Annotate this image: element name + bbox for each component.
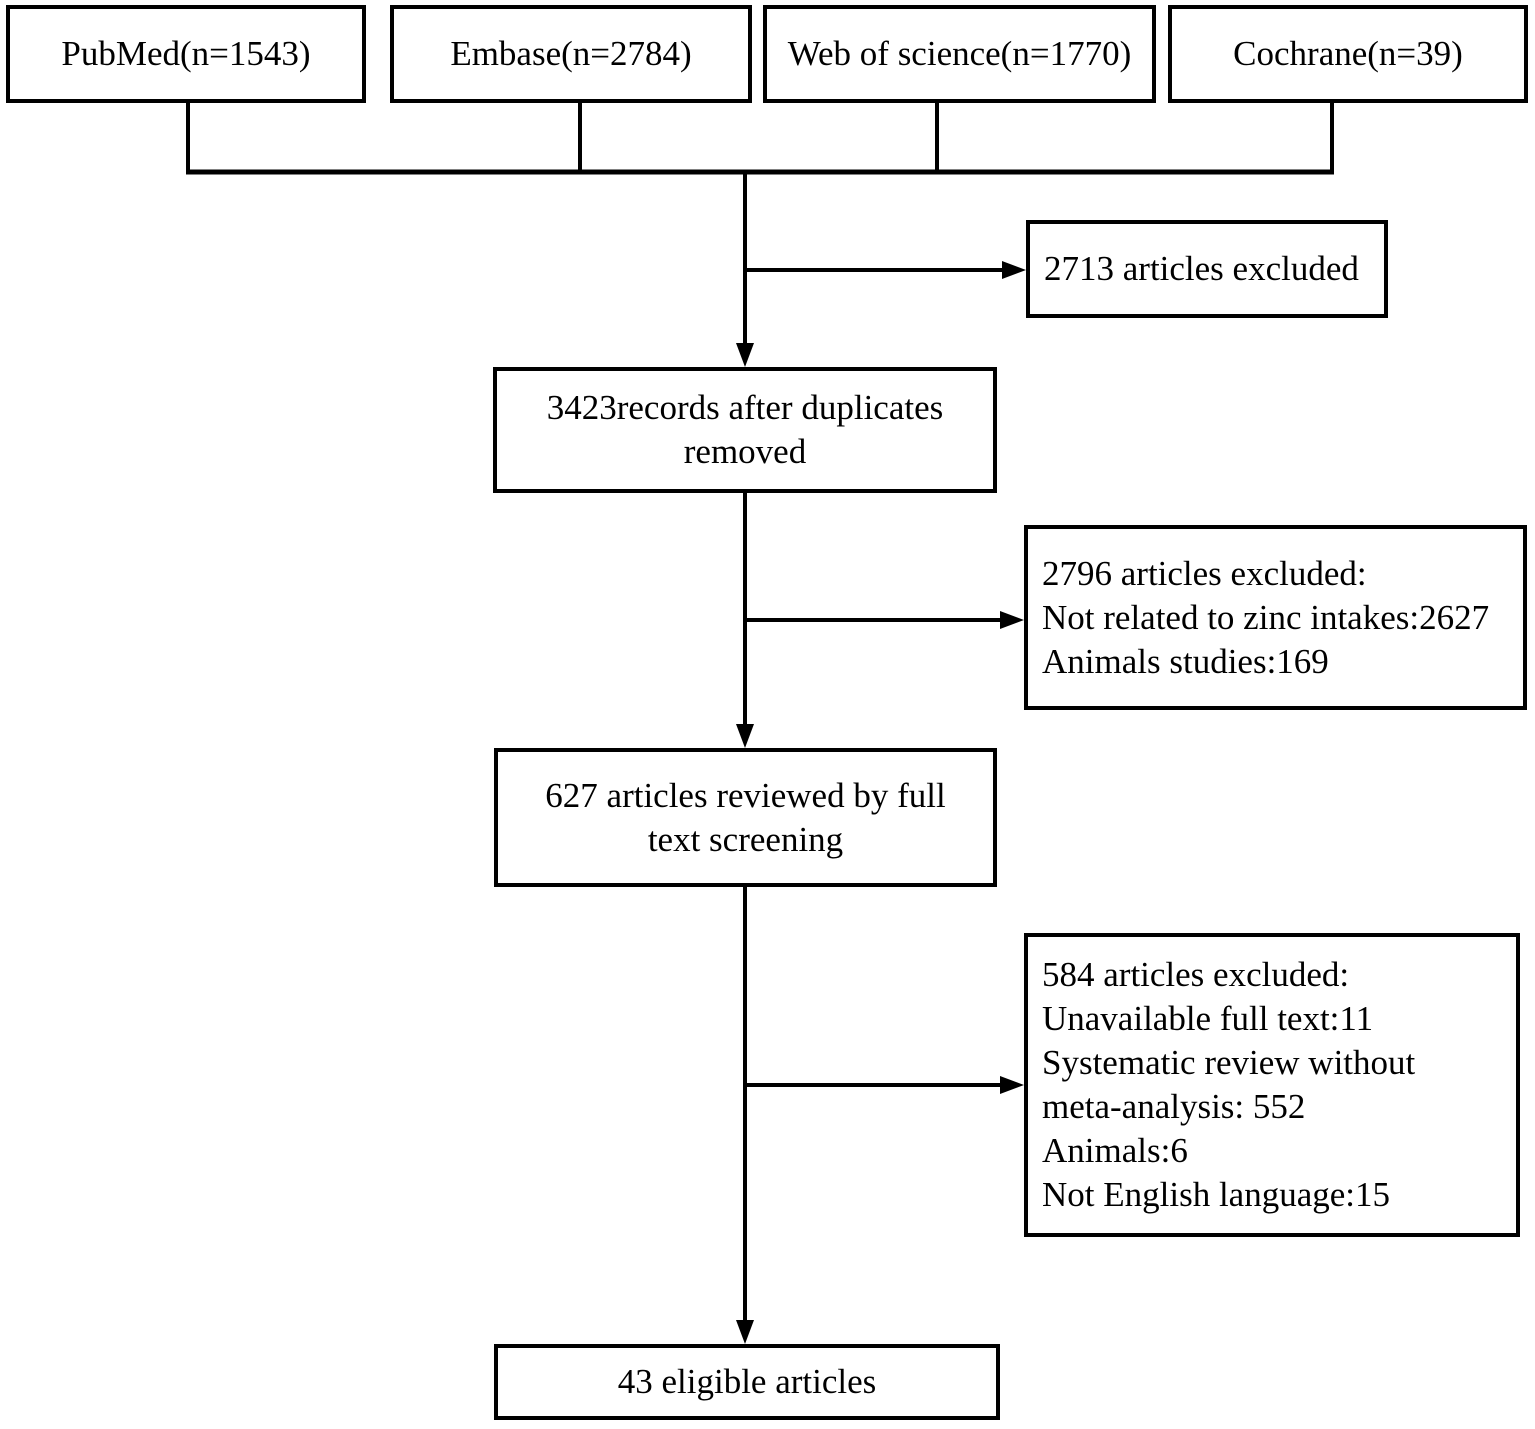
- box-text-line: removed: [683, 432, 807, 471]
- arrowhead-right-1: [1002, 261, 1026, 279]
- records-after-duplicates-box: 3423records after duplicates removed: [493, 367, 997, 493]
- source-label-embase: Embase(n=2784): [450, 34, 692, 73]
- source-label-pubmed: PubMed(n=1543): [61, 34, 311, 73]
- source-box-pubmed: PubMed(n=1543): [6, 5, 366, 103]
- box-text-line: 2796 articles excluded:: [1042, 553, 1367, 593]
- box-text-line: 2713 articles excluded: [1044, 249, 1359, 288]
- screening-excluded-box: 2796 articles excluded: Not related to z…: [1024, 525, 1527, 710]
- arrowhead-down-1: [736, 343, 754, 367]
- duplicates-excluded-box: 2713 articles excluded: [1026, 220, 1388, 318]
- box-text-line: meta-analysis: 552: [1042, 1087, 1306, 1126]
- box-text-line: Unavailable full text:11: [1042, 999, 1374, 1038]
- source-box-cochrane: Cochrane(n=39): [1168, 5, 1528, 103]
- box-text-line: Animals studies:169: [1042, 641, 1329, 681]
- arrowhead-right-2: [1000, 611, 1024, 629]
- arrowhead-right-3: [1000, 1076, 1024, 1094]
- box-text-line: 584 articles excluded:: [1042, 955, 1350, 994]
- source-box-embase: Embase(n=2784): [390, 5, 752, 103]
- box-text-line: 43 eligible articles: [617, 1362, 877, 1401]
- full-text-excluded-box: 584 articles excluded: Unavailable full …: [1024, 933, 1520, 1237]
- box-text-line: 3423records after duplicates: [546, 388, 944, 427]
- arrowhead-down-2: [736, 724, 754, 748]
- full-text-review-box: 627 articles reviewed by full text scree…: [494, 748, 997, 887]
- box-text-line: Animals:6: [1042, 1131, 1188, 1170]
- source-box-web-of-science: Web of science(n=1770): [763, 5, 1156, 103]
- box-text-line: Systematic review without: [1042, 1043, 1416, 1082]
- eligible-articles-box: 43 eligible articles: [494, 1344, 1000, 1420]
- source-label-web-of-science: Web of science(n=1770): [787, 34, 1132, 73]
- arrowhead-down-3: [736, 1320, 754, 1344]
- box-text-line: Not English language:15: [1042, 1175, 1391, 1214]
- box-text-line: 627 articles reviewed by full: [545, 775, 946, 815]
- box-text-line: Not related to zinc intakes:2627: [1042, 597, 1490, 637]
- box-text-line: text screening: [647, 819, 844, 859]
- source-label-cochrane: Cochrane(n=39): [1233, 34, 1463, 73]
